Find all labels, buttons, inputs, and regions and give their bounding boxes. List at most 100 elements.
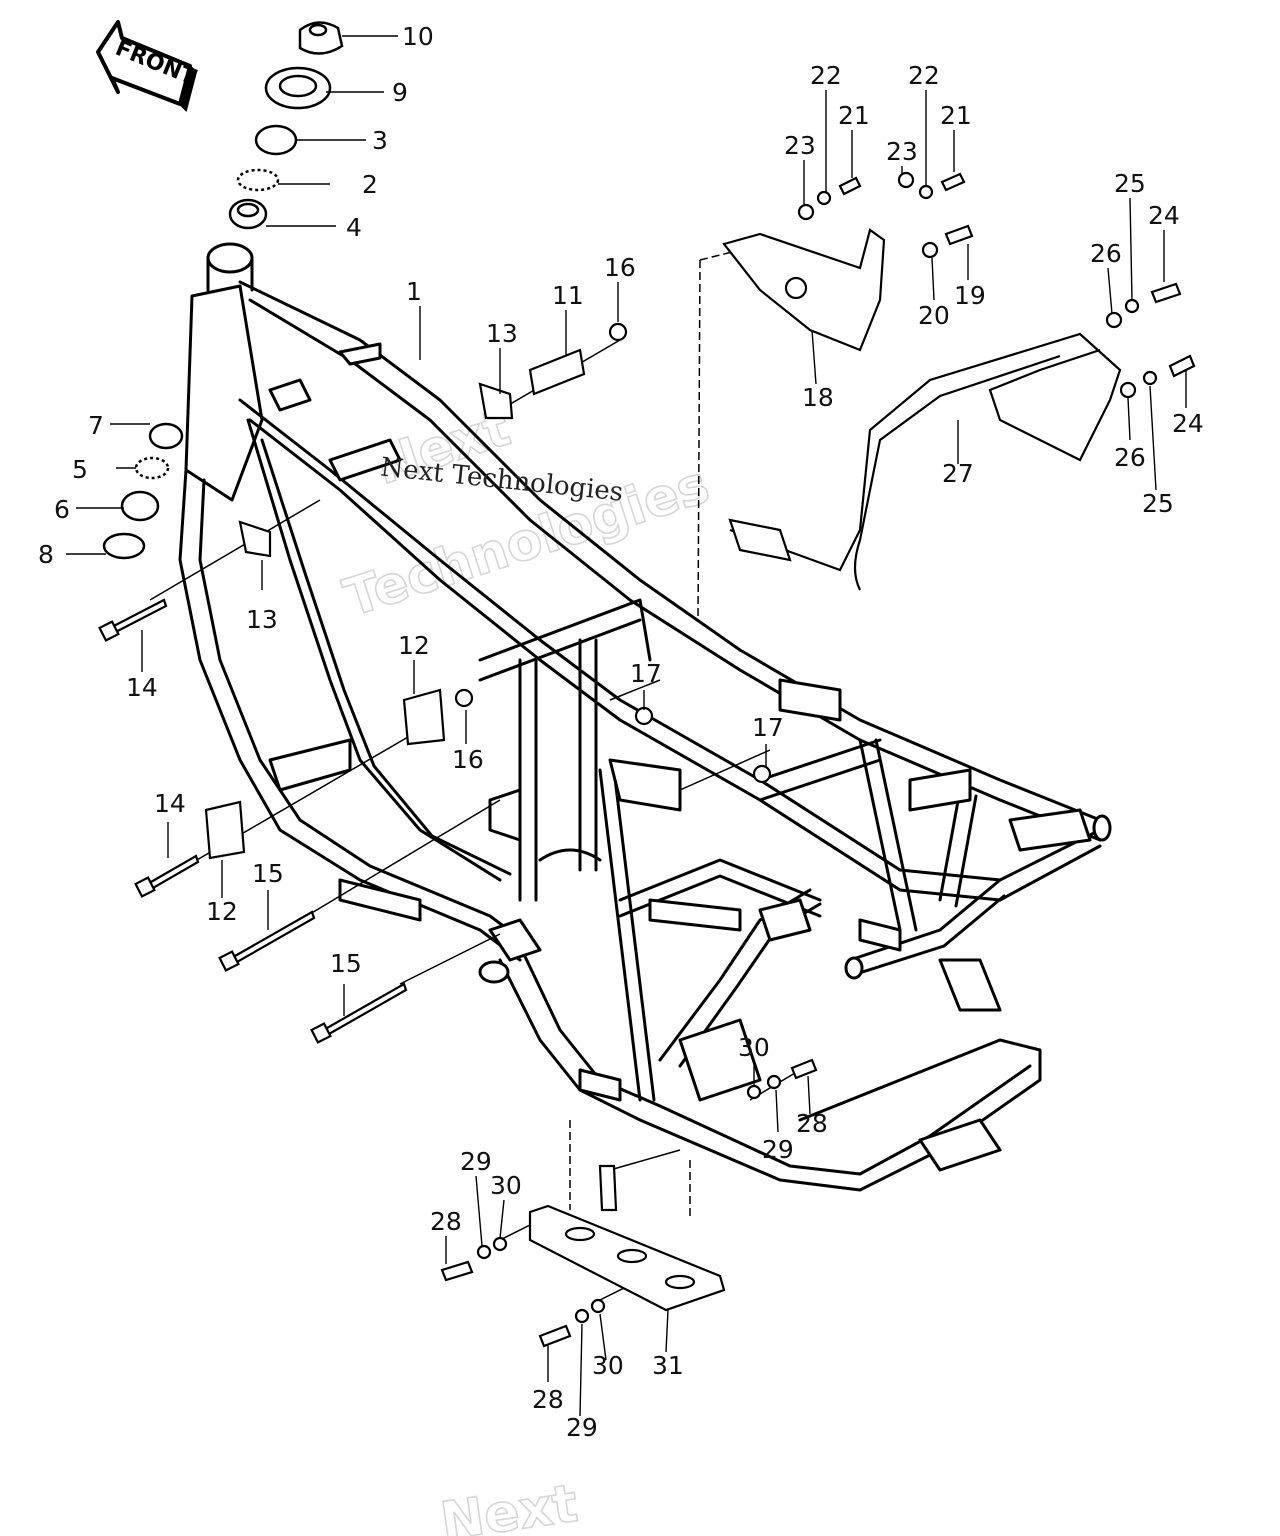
rear-tail-bracket (1008, 808, 1092, 852)
callout-3: 3 (372, 126, 388, 155)
washer-20 (921, 241, 939, 259)
bolt-15-lower (318, 982, 408, 1040)
plate-13-upper (478, 382, 514, 420)
callout-13-upper: 13 (486, 319, 518, 348)
stem-nut-hole (308, 23, 328, 37)
shock-bracket (758, 898, 812, 942)
mid-vertical-tubes (518, 638, 598, 902)
bolt-14-lower-head (134, 876, 156, 898)
callout-15-upper: 15 (252, 859, 284, 888)
bolt-14-upper-leader (149, 499, 321, 601)
callout-17-upper: 17 (630, 659, 662, 688)
head-pipe (206, 242, 254, 274)
mid-engine-plate (488, 788, 522, 842)
washer-29-rear (766, 1074, 782, 1090)
grease-seal (102, 532, 146, 560)
bolt-24-upper (1150, 282, 1182, 304)
tank-mount-bracket (328, 438, 402, 482)
callout-28-bottom: 28 (532, 1385, 564, 1414)
plate-12-lower (204, 800, 246, 860)
bolt-24-lower (1168, 354, 1196, 378)
top-bracket-1 (338, 342, 382, 366)
washer-23-left (797, 203, 815, 221)
callout-9: 9 (392, 78, 408, 107)
bracket-18-leader (697, 249, 741, 621)
seat-mount-bracket (908, 768, 972, 812)
callout-29-left: 29 (460, 1147, 492, 1176)
callout-4: 4 (346, 213, 362, 242)
washer-29-left (476, 1244, 492, 1260)
bolt-15-upper-leader (309, 799, 501, 915)
callout-23-left: 23 (784, 131, 816, 160)
leaders-skid-hardware (445, 1175, 669, 1417)
callout-26-upper: 26 (1090, 239, 1122, 268)
callout-30-rear: 30 (738, 1033, 770, 1062)
washer-25-upper (1124, 298, 1140, 314)
callout-21-left: 21 (838, 101, 870, 130)
callout-26-lower: 26 (1114, 443, 1146, 472)
callout-20: 20 (918, 301, 950, 330)
footrest-plate (678, 1018, 762, 1102)
callout-30-left: 30 (490, 1171, 522, 1200)
rear-rail-end (1092, 814, 1112, 842)
steel-balls-lower (134, 456, 170, 480)
callout-12-lower: 12 (206, 897, 238, 926)
skid-plate-hole-1 (564, 1226, 596, 1242)
rear-lower-plate (938, 958, 1002, 1012)
callout-25-upper: 25 (1114, 169, 1146, 198)
lower-cradle (498, 958, 1042, 1192)
callout-17-lower: 17 (752, 713, 784, 742)
rear-mount-bracket (778, 678, 842, 722)
bolt-19 (944, 224, 974, 246)
callout-27: 27 (942, 459, 974, 488)
top-tube-lower (248, 298, 742, 672)
lower-plate (488, 918, 542, 962)
callout-8: 8 (38, 540, 54, 569)
cone-race-lower (120, 490, 160, 522)
callout-leaders (66, 35, 1187, 1417)
callout-31: 31 (652, 1351, 684, 1380)
callout-28-rear: 28 (796, 1109, 828, 1138)
callout-21-right: 21 (940, 101, 972, 130)
callout-12-upper: 12 (398, 631, 430, 660)
leaders-bracket (803, 90, 969, 385)
dust-seal-inner (278, 74, 318, 98)
bracket-18-hole (784, 276, 808, 300)
bolt-15-upper-head (218, 950, 240, 972)
callout-11: 11 (552, 281, 584, 310)
center-mount-bracket (608, 758, 682, 812)
callout-30-bottom: 30 (592, 1351, 624, 1380)
callout-23-right: 23 (886, 137, 918, 166)
mid-cross-tube (478, 598, 652, 682)
rear-strut-2 (938, 788, 978, 908)
lower-mount-boss (478, 960, 510, 984)
washer-30-left (492, 1236, 508, 1252)
leaders-front (141, 282, 619, 1016)
nut-17-upper (634, 706, 654, 726)
washer-25-lower (1142, 370, 1158, 386)
callout-5: 5 (72, 455, 88, 484)
cone-race-upper (254, 124, 298, 156)
callout-24-upper: 24 (1148, 201, 1180, 230)
mid-saddle (538, 848, 602, 862)
callout-labels: 10 9 3 2 4 1 7 5 6 8 13 11 16 13 14 12 1… (38, 22, 1204, 1442)
ball-race-lower (148, 422, 184, 450)
bolt-15-upper (226, 910, 316, 968)
callout-25-lower: 25 (1142, 489, 1174, 518)
watermark-faint-3: Next (437, 1474, 581, 1536)
down-tube-outer (178, 468, 522, 962)
screw-21-left (838, 176, 862, 196)
bolt-15-lower-leader (399, 933, 501, 985)
callout-24-lower: 24 (1172, 409, 1204, 438)
head-pipe-sides (206, 256, 254, 292)
skid-plate-tab (598, 1164, 618, 1212)
fasteners (98, 171, 1196, 1348)
bolt-28-rear (790, 1058, 818, 1080)
top-tube-upper (238, 280, 742, 652)
leaders-stem (266, 35, 398, 227)
cradle-rear-lug (918, 1118, 1002, 1172)
steering-stem-parts (102, 21, 344, 560)
nut-17-leaders (609, 679, 771, 791)
washer-22-left (816, 190, 832, 206)
nut-16-upper (608, 322, 628, 342)
